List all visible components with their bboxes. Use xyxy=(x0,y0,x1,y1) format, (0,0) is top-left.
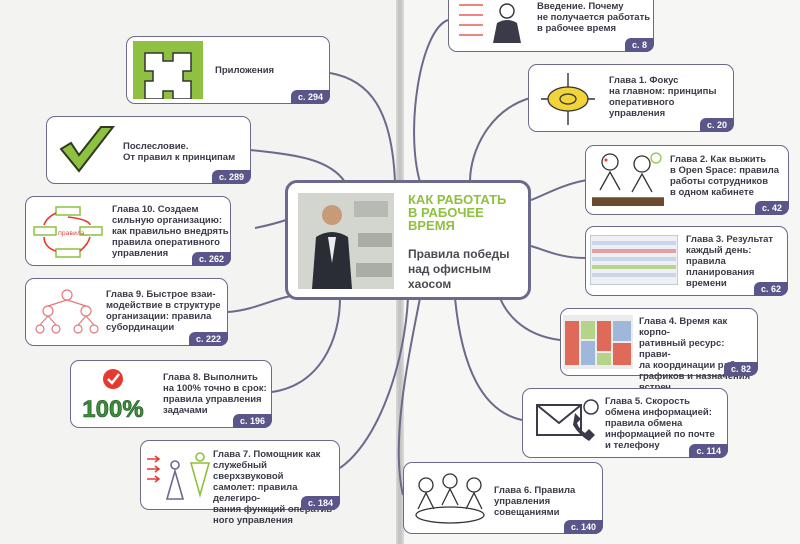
chapter-title: Глава 10. Создаем сильную организацию: к… xyxy=(112,204,229,259)
author-photo xyxy=(298,193,394,289)
chapter-card-5[interactable]: Глава 5. Скорость обмена информацией: пр… xyxy=(522,388,728,458)
chapter-card-9[interactable]: Глава 9. Быстрое взаи- модействие в стру… xyxy=(25,278,228,346)
cycle-diagram-icon: правила xyxy=(33,206,103,258)
chapter-card-1[interactable]: Глава 1. Фокус на главном: принципы опер… xyxy=(528,64,734,132)
planner-screen-icon xyxy=(590,235,678,285)
page-badge: с. 114 xyxy=(689,444,728,458)
book-title-card: КАК РАБОТАТЬ В РАБОЧЕЕ ВРЕМЯ Правила поб… xyxy=(285,180,531,300)
delegation-icon xyxy=(147,452,211,500)
puzzle-hands-icon xyxy=(133,41,203,99)
chapter-title: Глава 1. Фокус на главном: принципы опер… xyxy=(609,75,717,119)
meeting-icon xyxy=(415,473,485,524)
chapter-card-intro[interactable]: Введение. Почему не получается работать … xyxy=(448,0,654,52)
open-space-icon xyxy=(592,152,664,206)
checkmark-icon xyxy=(59,126,116,173)
chapter-card-6[interactable]: Глава 6. Правила управления совещаниями … xyxy=(403,462,603,534)
page-badge: с. 289 xyxy=(211,170,251,184)
page-badge: с. 196 xyxy=(232,414,272,428)
page-badge: с. 62 xyxy=(753,282,788,296)
chapter-card-appendix[interactable]: Приложения с. 294 xyxy=(126,36,330,104)
chapter-title: Приложения xyxy=(215,65,275,76)
page-badge: с. 20 xyxy=(699,118,734,132)
page-badge: с. 8 xyxy=(624,38,654,52)
chapter-title: Глава 5. Скорость обмена информацией: пр… xyxy=(605,396,715,451)
chapter-card-7[interactable]: Глава 7. Помощник как служебный сверхзву… xyxy=(140,440,340,526)
chapter-card-8[interactable]: 100% Глава 8. Выполнить на 100% точно в … xyxy=(70,360,272,428)
calendar-grid-icon xyxy=(563,315,633,369)
chapter-card-10[interactable]: правила Глава 10. Создаем сильную органи… xyxy=(25,196,231,266)
org-chart-icon xyxy=(35,289,99,334)
chapter-card-3[interactable]: Глава 3. Результат каждый день: правила … xyxy=(585,226,788,296)
target-icon xyxy=(541,73,595,125)
chapter-title: Глава 7. Помощник как служебный сверхзву… xyxy=(213,449,335,526)
chapter-title: Послесловие. От правил к принципам xyxy=(123,141,236,163)
book-title: КАК РАБОТАТЬ В РАБОЧЕЕ ВРЕМЯ xyxy=(408,192,507,233)
chapter-title: Глава 3. Результат каждый день: правила … xyxy=(686,234,774,289)
chapter-title: Глава 2. Как выжить в Open Space: правил… xyxy=(670,154,780,198)
mail-phone-icon xyxy=(536,399,599,441)
chapter-card-2[interactable]: Глава 2. Как выжить в Open Space: правил… xyxy=(585,145,789,215)
chapter-title: Введение. Почему не получается работать … xyxy=(537,1,651,34)
svg-text:правила: правила xyxy=(58,230,85,237)
page-badge: с. 262 xyxy=(191,252,231,266)
page-badge: с. 222 xyxy=(188,332,228,346)
book-subtitle: Правила победы над офисным хаосом xyxy=(408,247,510,291)
page-badge: с. 42 xyxy=(754,201,789,215)
percent-text: 100% xyxy=(82,396,143,423)
page-badge: с. 184 xyxy=(300,496,340,510)
chapter-title: Глава 6. Правила управления совещаниями xyxy=(494,485,576,518)
chapter-card-4[interactable]: Глава 4. Время как корпо- ративный ресур… xyxy=(560,308,758,393)
chapter-title: Глава 4. Время как корпо- ративный ресур… xyxy=(639,316,757,393)
businessman-icon xyxy=(459,3,521,43)
percent-check-icon: 100% xyxy=(82,369,144,423)
chapter-title: Глава 9. Быстрое взаи- модействие в стру… xyxy=(106,289,221,333)
page-badge: с. 140 xyxy=(563,520,603,534)
chapter-card-afterword[interactable]: Послесловие. От правил к принципам с. 28… xyxy=(46,116,251,184)
page-badge: с. 82 xyxy=(723,362,758,376)
chapter-title: Глава 8. Выполнить на 100% точно в срок:… xyxy=(163,372,267,416)
page-badge: с. 294 xyxy=(290,90,330,104)
